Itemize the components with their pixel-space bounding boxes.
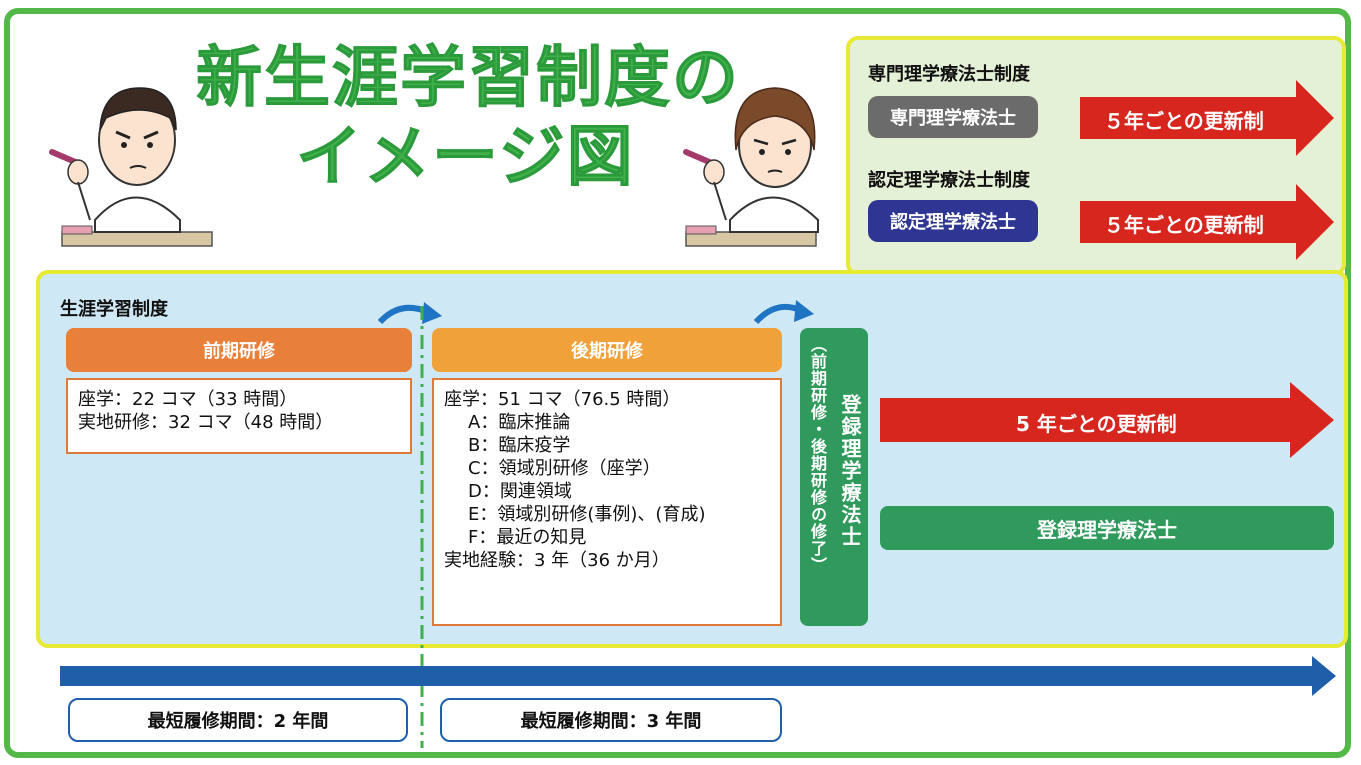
late-item-f: F：最近の知見 [468,527,587,548]
certified-system-heading: 認定理学療法士制度 [868,170,1030,191]
late-item-a: A：臨床推論 [468,412,571,433]
diagram-title-line1: 新生涯学習制度の [196,39,740,116]
certified-pt-badge: 認定理学療法士 [868,200,1038,242]
early-min-duration: 最短履修期間：2 年間 [68,698,408,742]
late-item-d: D：関連領域 [468,481,572,502]
registered-renewal-label: 5 年ごとの更新制 [1016,412,1177,436]
early-training-details: 座学：22 コマ（33 時間） 実地研修：32 コマ（48 時間） [66,378,412,454]
certified-renewal-label: ５年ごとの更新制 [1104,213,1264,237]
specialist-system-heading: 専門理学療法士制度 [868,64,1030,85]
early-lecture-line: 座学：22 コマ（33 時間） [78,389,298,410]
late-item-b: B：臨床疫学 [468,435,571,456]
late-item-c: C：領域別研修（座学） [468,458,661,479]
late-training-header: 後期研修 [432,328,782,372]
late-lecture-line: 座学：51 コマ（76.5 時間） [444,389,681,410]
lifelong-system-heading: 生涯学習制度 [60,299,168,320]
early-practice-line: 実地研修：32 コマ（48 時間） [78,412,334,433]
registered-pt-vertical-label: 登録理学療法士 [838,394,862,548]
illustration-female-pt [683,87,819,247]
diagram-title-line2: イメージ図 [296,118,635,195]
registered-pt-vertical-note: （前期研修・後期研修の修了） [808,336,827,574]
specialist-renewal-label: ５年ごとの更新制 [1104,109,1264,133]
late-training-details: 座学：51 コマ（76.5 時間） A：臨床推論 B：臨床疫学 C：領域別研修（… [432,378,782,626]
late-experience-line: 実地経験：3 年（36 か月） [444,550,670,571]
late-item-e: E：領域別研修(事例)、(育成) [468,504,706,525]
early-training-header: 前期研修 [66,328,412,372]
specialist-pt-badge: 専門理学療法士 [868,96,1038,138]
late-min-duration: 最短履修期間：3 年間 [440,698,782,742]
registered-pt-vertical-box [800,328,868,626]
registered-pt-bar: 登録理学療法士 [880,506,1334,550]
illustration-male-pt [49,87,213,247]
